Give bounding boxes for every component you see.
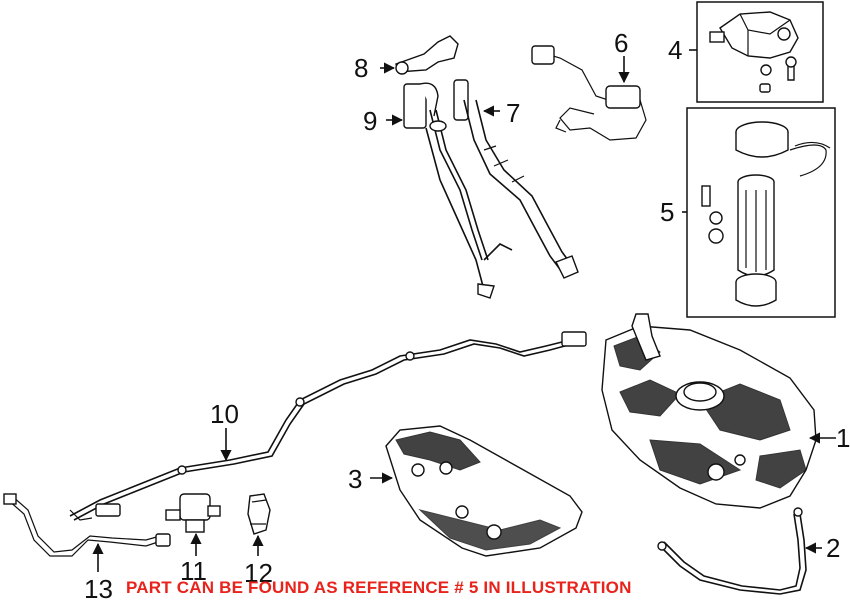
callout-11: 11 (180, 556, 207, 586)
part-4-box (696, 1, 824, 103)
part-10-group: 10 (69, 331, 587, 521)
part-4-drawing (709, 11, 799, 93)
part-11-drawing (165, 493, 221, 533)
callout-4: 4 (668, 35, 682, 65)
reference-notice: PART CAN BE FOUND AS REFERENCE # 5 IN IL… (126, 578, 632, 597)
callout-9: 9 (363, 106, 377, 136)
part-3-drawing (385, 425, 583, 557)
callout-3: 3 (348, 464, 362, 494)
callout-7: 7 (506, 98, 520, 128)
part-4-group: 4 (668, 1, 824, 103)
part-8-drawing (395, 35, 459, 73)
callout-2: 2 (826, 533, 840, 563)
callout-6: 6 (614, 28, 628, 58)
part-1-group: 1 (601, 313, 850, 509)
callout-5: 5 (660, 197, 674, 227)
part-6-group: 6 (531, 28, 647, 141)
callout-8: 8 (354, 53, 368, 83)
part-3-group: 3 (348, 425, 583, 557)
part-13-group: 13 (3, 493, 171, 604)
part-9-group: 9 (363, 82, 513, 299)
part-10-drawing (69, 339, 571, 517)
callout-13: 13 (84, 574, 113, 604)
callout-1: 1 (836, 423, 850, 453)
part-12-group: 12 (244, 493, 273, 588)
part-9-drawing (403, 82, 513, 299)
part-13-drawing (7, 499, 159, 557)
part-1-drawing (601, 313, 817, 509)
part-5-group: 5 (660, 107, 836, 318)
part-12-drawing (247, 493, 271, 535)
part-5-drawing (701, 121, 831, 307)
callout-12: 12 (244, 558, 273, 588)
part-6-drawing (539, 51, 647, 141)
callout-10: 10 (210, 399, 239, 429)
part-8-group: 8 (354, 35, 459, 83)
part-11-group: 11 (165, 493, 221, 586)
part-7-group: 7 (453, 79, 579, 279)
part-7-drawing (453, 79, 579, 279)
part-2-group: 2 (657, 507, 840, 595)
part-2-drawing (659, 513, 807, 595)
